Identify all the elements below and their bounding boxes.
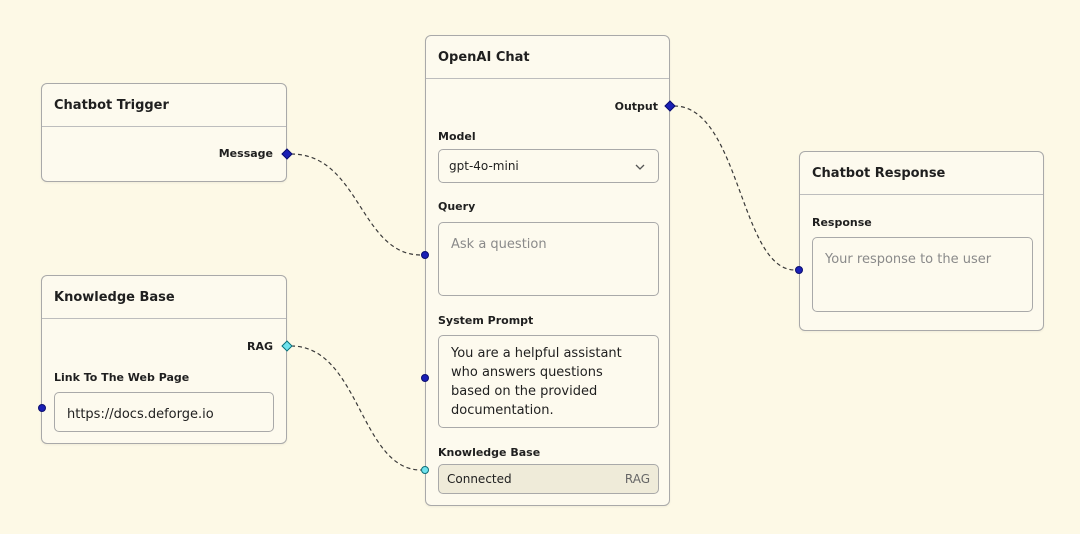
query-placeholder: Ask a question [451, 237, 547, 252]
model-label: Model [438, 130, 476, 143]
knowledge-base-connection: Connected RAG [438, 464, 659, 494]
link-field-label: Link To The Web Page [54, 371, 190, 384]
query-label: Query [438, 200, 476, 213]
model-select[interactable]: gpt-4o-mini [438, 149, 659, 183]
system-prompt-label: System Prompt [438, 314, 534, 327]
chat-output-label: Output [614, 100, 658, 113]
openai-chat-node[interactable]: OpenAI Chat Output Model gpt-4o-mini Que… [425, 35, 670, 506]
link-input-port[interactable] [38, 404, 46, 412]
node-title: Knowledge Base [42, 276, 286, 319]
link-input-value: https://docs.deforge.io [67, 407, 214, 422]
system-prompt-input-port[interactable] [421, 374, 429, 382]
chevron-down-icon [635, 164, 645, 170]
node-title: OpenAI Chat [426, 36, 669, 79]
chatbot-response-node[interactable]: Chatbot Response Response Your response … [799, 151, 1044, 331]
response-textarea[interactable]: Your response to the user [812, 237, 1033, 312]
query-input-port[interactable] [421, 251, 429, 259]
message-output-label: Message [218, 147, 273, 160]
knowledge-base-input-port[interactable] [421, 466, 429, 474]
chatbot-trigger-node[interactable]: Chatbot Trigger Message [41, 83, 287, 182]
knowledge-base-label: Knowledge Base [438, 446, 541, 459]
system-prompt-value: You are a helpful assistant who answers … [451, 346, 622, 418]
response-label: Response [812, 216, 872, 229]
node-title: Chatbot Response [800, 152, 1043, 195]
link-input[interactable]: https://docs.deforge.io [54, 392, 274, 432]
wire-output-to-response [673, 105, 796, 271]
model-select-value: gpt-4o-mini [449, 159, 519, 173]
node-title: Chatbot Trigger [42, 84, 286, 127]
rag-output-label: RAG [246, 340, 273, 353]
system-prompt-textarea[interactable]: You are a helpful assistant who answers … [438, 335, 659, 428]
knowledge-base-tag: RAG [624, 472, 650, 486]
query-textarea[interactable]: Ask a question [438, 222, 659, 296]
response-input-port[interactable] [795, 266, 803, 274]
knowledge-base-node[interactable]: Knowledge Base RAG Link To The Web Page … [41, 275, 287, 444]
knowledge-base-status: Connected [447, 472, 512, 486]
response-placeholder: Your response to the user [825, 252, 992, 267]
wire-rag-to-knowledge-base [290, 345, 422, 471]
wire-message-to-query [290, 153, 422, 256]
